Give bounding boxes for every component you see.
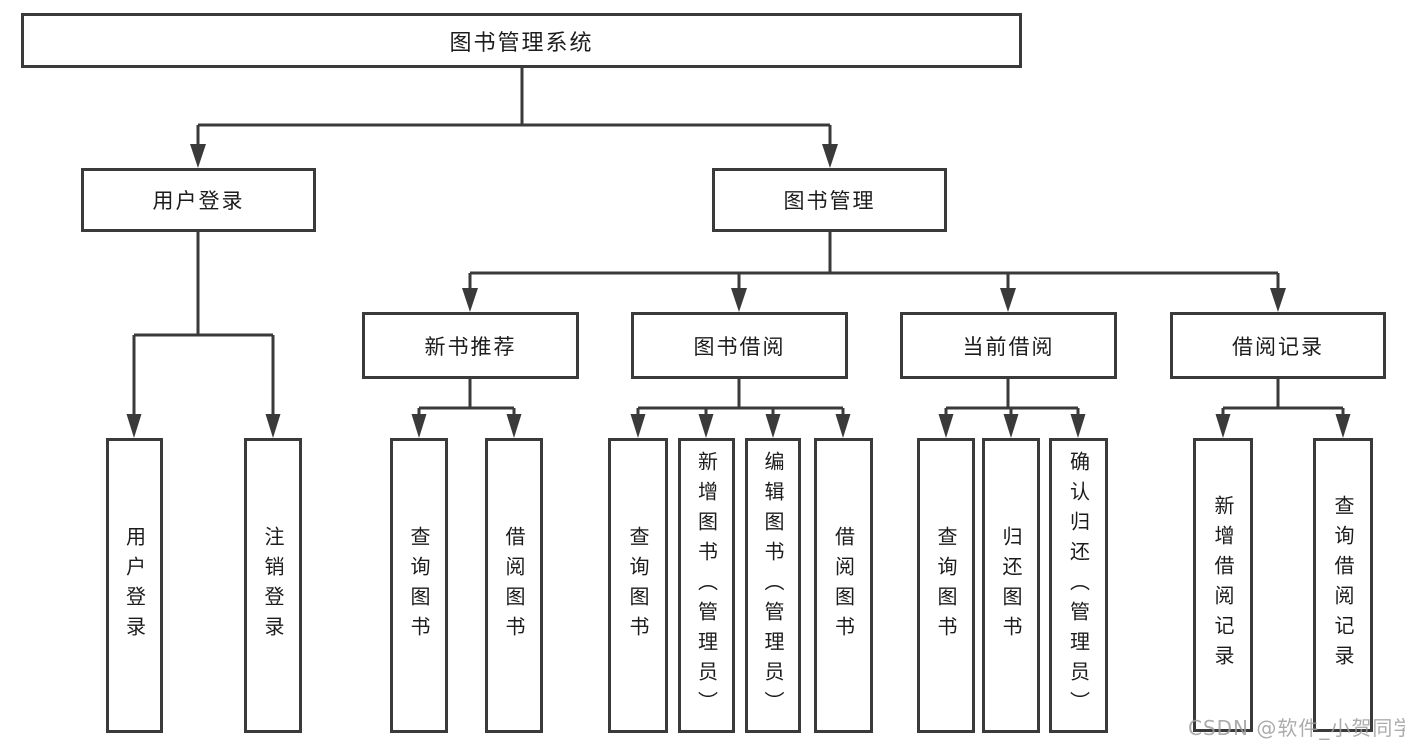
watermark: CSDN @软件_小贺同学 xyxy=(1188,716,1405,740)
node-label: 图书管理系统 xyxy=(449,30,594,56)
node-label: 用户登录 xyxy=(152,189,245,213)
node-label: 借阅图书 xyxy=(502,525,526,646)
leaf-query-books-borrowing: 查询图书 xyxy=(608,438,668,733)
node-label: 查询图书 xyxy=(934,525,958,646)
leaf-return-books: 归还图书 xyxy=(982,438,1040,733)
node-label: 归还图书 xyxy=(999,525,1023,646)
node-label: 当前借阅 xyxy=(962,334,1055,359)
arrowheads xyxy=(126,144,1351,438)
node-label: 查询借阅记录 xyxy=(1331,495,1355,675)
leaf-user-login: 用户登录 xyxy=(106,438,163,733)
node-label: 图书借阅 xyxy=(693,334,786,359)
node-label: 确认归还（管理员） xyxy=(1066,450,1091,721)
node-label: 图书管理 xyxy=(783,189,876,213)
node-current-borrowing: 当前借阅 xyxy=(900,312,1117,379)
node-new-book-recommendation: 新书推荐 xyxy=(362,312,579,379)
node-label: 查询图书 xyxy=(626,525,650,646)
node-book-borrowing: 图书借阅 xyxy=(631,312,848,379)
leaf-logout: 注销登录 xyxy=(244,438,302,733)
node-label: 查询图书 xyxy=(407,525,431,646)
leaf-edit-books-admin: 编辑图书（管理员） xyxy=(745,438,801,733)
node-book-management: 图书管理 xyxy=(712,168,947,232)
leaf-add-borrow-record: 新增借阅记录 xyxy=(1193,438,1253,732)
node-label: 借阅图书 xyxy=(831,525,856,646)
leaf-query-books-current: 查询图书 xyxy=(917,438,975,733)
leaf-query-borrow-record: 查询借阅记录 xyxy=(1313,438,1373,732)
node-label: 新增图书（管理员） xyxy=(694,450,719,721)
node-label: 注销登录 xyxy=(261,525,285,646)
node-label: 借阅记录 xyxy=(1232,334,1324,359)
leaf-confirm-return-admin: 确认归还（管理员） xyxy=(1049,438,1108,733)
leaf-borrow-books-borrowing: 借阅图书 xyxy=(814,438,873,733)
node-label: 新增借阅记录 xyxy=(1211,495,1235,675)
node-label: 用户登录 xyxy=(122,525,147,646)
leaf-borrow-books-recommend: 借阅图书 xyxy=(485,438,543,733)
node-user-login: 用户登录 xyxy=(81,168,316,232)
node-label: 新书推荐 xyxy=(424,334,517,359)
leaf-query-books-recommend: 查询图书 xyxy=(390,438,448,733)
node-library-management-system: 图书管理系统 xyxy=(21,13,1022,68)
leaf-add-books-admin: 新增图书（管理员） xyxy=(678,438,735,733)
node-label: 编辑图书（管理员） xyxy=(761,450,785,721)
node-borrowing-records: 借阅记录 xyxy=(1170,312,1386,379)
